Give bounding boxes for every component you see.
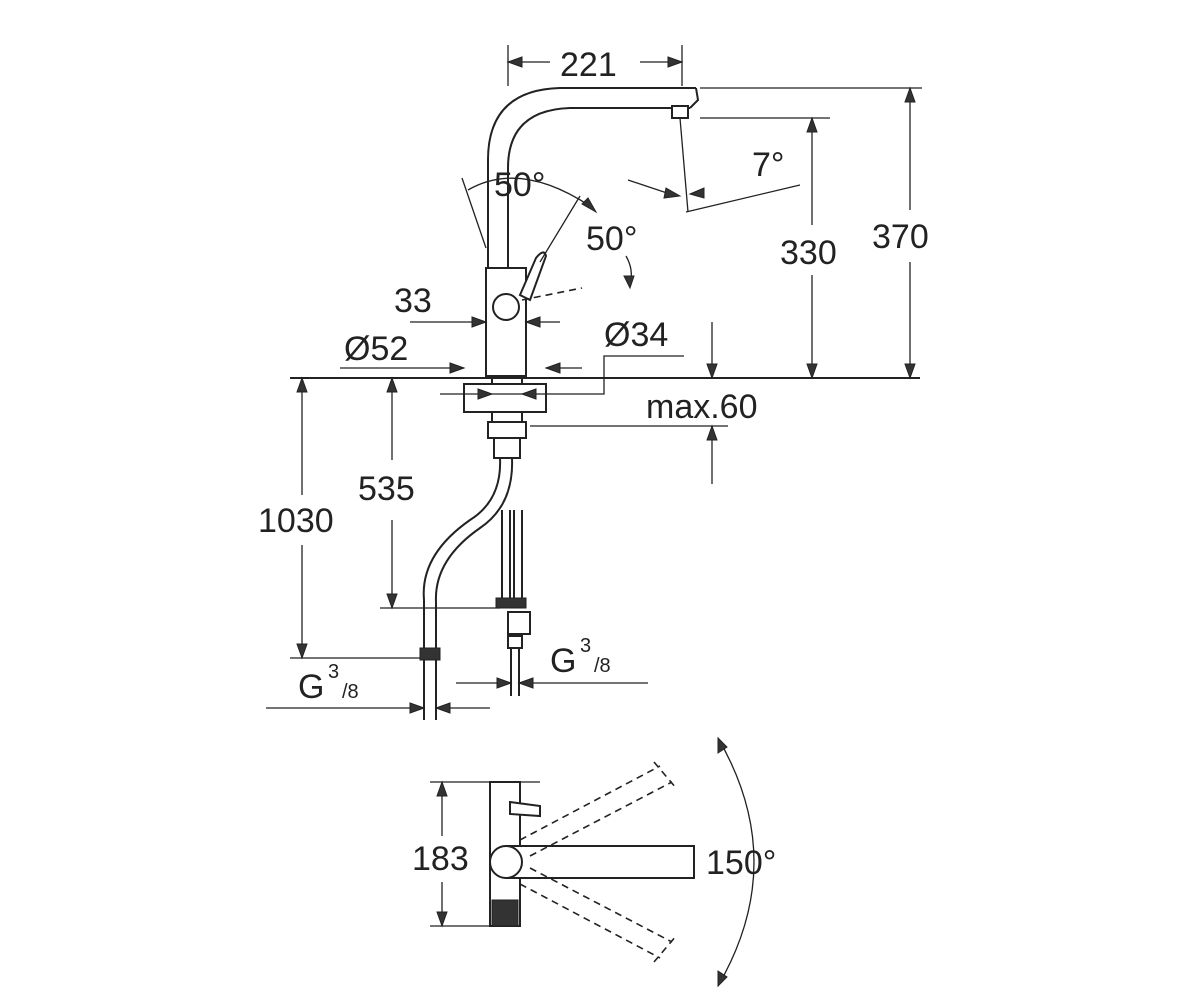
pipe-fitting <box>495 597 527 609</box>
arrowhead <box>386 376 398 393</box>
swivel-upper-1 <box>519 765 661 841</box>
swivel-arc <box>717 737 755 987</box>
lock-nut <box>487 421 527 439</box>
aerator <box>671 105 689 119</box>
arrowhead <box>688 187 705 199</box>
thread-right-label: G <box>550 642 576 680</box>
arrowhead <box>524 316 541 328</box>
arrowhead <box>436 911 448 928</box>
dim-33-label: 33 <box>394 282 432 320</box>
arrowhead <box>436 780 448 797</box>
lever-handle <box>518 251 548 302</box>
dim-221-label: 221 <box>560 46 617 84</box>
arrowhead <box>471 316 488 328</box>
lever-hub <box>492 293 520 321</box>
check-valve <box>507 611 531 635</box>
supply-hose-left-b <box>434 457 514 720</box>
faucet-side-view: 221 7° 330 370 50° 50° <box>258 45 929 720</box>
dim-50-top-arc <box>467 177 591 207</box>
dim-52-label: Ø52 <box>344 330 408 368</box>
arrowhead <box>409 702 426 714</box>
hose-connector <box>493 437 521 459</box>
faucet-body <box>485 267 527 377</box>
lever-alt-position <box>521 287 583 301</box>
arrowhead <box>544 362 561 374</box>
swivel-upper-tip <box>653 761 677 789</box>
arrowhead <box>296 643 308 660</box>
dim-50-side-label: 50° <box>586 220 637 258</box>
spout-tip <box>689 87 700 109</box>
arrowhead <box>581 197 598 214</box>
arrowhead <box>717 970 728 988</box>
arrowhead <box>663 187 682 199</box>
arrowhead <box>496 677 513 689</box>
arrowhead <box>706 424 718 441</box>
arrowhead <box>506 56 523 68</box>
dim-535-label: 535 <box>358 470 415 508</box>
thread-left-denominator: /8 <box>342 681 359 703</box>
arrowhead <box>806 363 818 380</box>
arrowhead <box>477 388 494 400</box>
dim-7-line <box>685 184 801 213</box>
dim-50-top-label: 50° <box>494 166 545 204</box>
swivel-upper-2 <box>529 781 673 857</box>
dim-183-label: 183 <box>412 840 469 878</box>
arrowhead <box>667 56 684 68</box>
spout-outer <box>487 87 696 268</box>
swivel-lower-1 <box>519 883 661 959</box>
spout-inner <box>507 107 690 268</box>
arrowhead <box>386 593 398 610</box>
dim-50-top-ext-left <box>461 177 487 249</box>
left-hose-nut <box>419 647 441 661</box>
arrowhead <box>434 702 451 714</box>
dim-60-label: max.60 <box>646 388 758 426</box>
top-view-base <box>491 899 519 927</box>
swivel-lower-2 <box>529 867 673 943</box>
arrowhead <box>623 275 635 290</box>
top-view-hub <box>489 845 523 879</box>
arrowhead <box>706 363 718 380</box>
swivel-angle-label: 150° <box>706 844 776 882</box>
dim-7-label: 7° <box>752 146 785 184</box>
dim-34-label: Ø34 <box>604 316 668 354</box>
top-view-lever <box>509 800 541 818</box>
faucet-top-view: 150° 183 <box>412 736 776 988</box>
arrowhead <box>520 388 537 400</box>
supply-hose-left-a <box>422 457 502 720</box>
thread-left-numerator: 3 <box>328 661 339 683</box>
dim-330-label: 330 <box>780 234 837 272</box>
arrowhead <box>717 736 728 754</box>
arrowhead <box>806 116 818 133</box>
thread-right-numerator: 3 <box>580 635 591 657</box>
thread-left-label: G <box>298 668 324 706</box>
arrowhead <box>517 677 534 689</box>
arrowhead <box>449 362 466 374</box>
swivel-lower-tip <box>653 935 677 963</box>
dim-370-label: 370 <box>872 218 929 256</box>
arrowhead <box>904 363 916 380</box>
arrowhead <box>296 376 308 393</box>
dim-7-leader <box>679 117 689 213</box>
thread-right-denominator: /8 <box>594 655 611 677</box>
dim-1030-label: 1030 <box>258 502 334 540</box>
valve-nut <box>507 635 523 649</box>
dim-50-top-ext-right <box>539 195 581 263</box>
arrowhead <box>904 86 916 103</box>
top-view-spout <box>495 845 695 879</box>
